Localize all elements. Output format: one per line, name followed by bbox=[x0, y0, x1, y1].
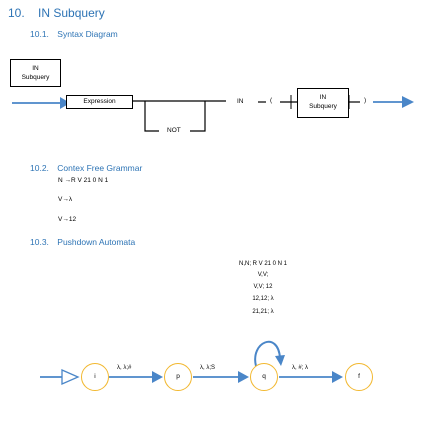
loop-label-4: 12,12; λ bbox=[252, 296, 274, 302]
subquery-line2: Subquery bbox=[309, 103, 337, 110]
loop-label-2: V,V; bbox=[257, 272, 269, 278]
cfg-rule-2: V→λ bbox=[58, 196, 73, 203]
subquery-box: IN Subquery bbox=[297, 88, 349, 118]
subsection-title-pda: Pushdown Automata bbox=[57, 237, 136, 247]
cfg-rule-3: V→12 bbox=[58, 216, 77, 223]
edge-label-i-p: λ, λ;# bbox=[117, 365, 132, 371]
legend-line2: Subquery bbox=[21, 74, 50, 81]
edge-label-q-f: λ, #; λ bbox=[292, 365, 309, 371]
section-number: 10. bbox=[8, 6, 25, 20]
expression-box: Expression bbox=[66, 95, 133, 109]
open-paren: ( bbox=[270, 97, 273, 104]
loop-label-5: 21,21; λ bbox=[252, 309, 274, 315]
subsection-title-syntax: Syntax Diagram bbox=[57, 29, 118, 39]
close-paren: ) bbox=[364, 97, 367, 104]
subsection-number-syntax: 10.1. bbox=[30, 29, 49, 39]
in-keyword: IN bbox=[237, 98, 244, 105]
state-i: i bbox=[81, 363, 109, 391]
cfg-rule-1: N →R V 21 0 N 1 bbox=[58, 177, 109, 184]
subsection-title-cfg: Contex Free Grammar bbox=[57, 163, 143, 173]
subsection-number-cfg: 10.2. bbox=[30, 163, 49, 173]
section-title: IN Subquery bbox=[38, 6, 105, 20]
state-q: q bbox=[250, 363, 278, 391]
state-p: p bbox=[164, 363, 192, 391]
loop-label-1: N,N; R V 21 0 N 1 bbox=[238, 261, 288, 267]
subsection-number-pda: 10.3. bbox=[30, 237, 49, 247]
legend-line1: IN bbox=[32, 65, 39, 72]
edge-label-p-q: λ, λ;S bbox=[200, 365, 216, 371]
expression-label: Expression bbox=[83, 98, 116, 105]
not-label: NOT bbox=[167, 127, 181, 134]
loop-label-3: V,V; 12 bbox=[253, 284, 273, 290]
subquery-line1: IN bbox=[319, 94, 327, 101]
legend-box: IN Subquery bbox=[10, 59, 61, 87]
state-f: f bbox=[345, 363, 373, 391]
